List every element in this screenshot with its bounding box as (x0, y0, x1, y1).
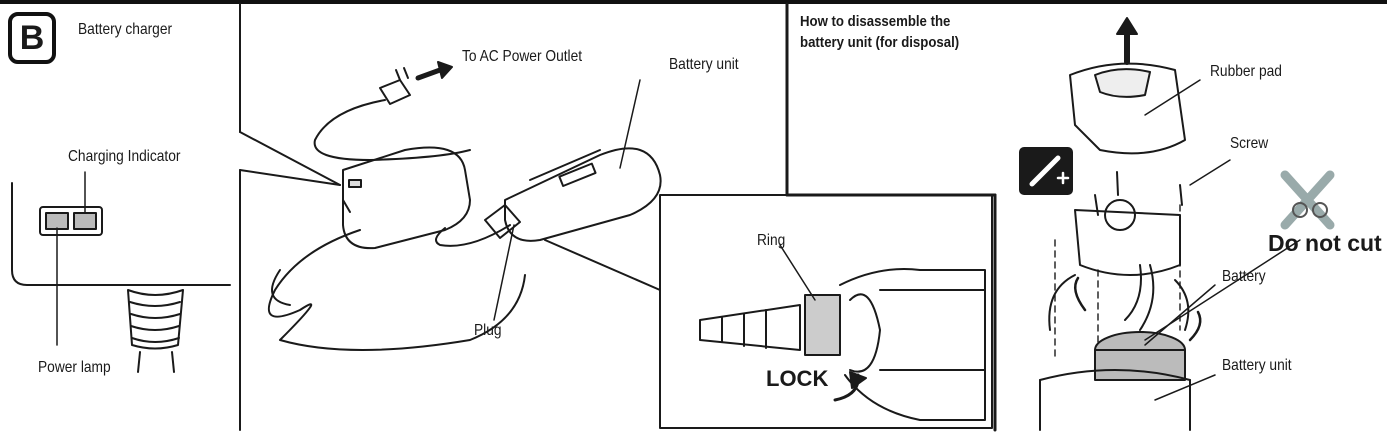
disassembly-heading-line1: How to disassemble the (800, 13, 951, 30)
ring-label: Ring (757, 232, 786, 249)
lock-label: LOCK (766, 366, 829, 391)
screw-label: Screw (1230, 135, 1269, 152)
section-title: Battery charger (78, 21, 173, 38)
indicator-inset (11, 171, 231, 373)
lock-inset (659, 194, 993, 429)
plug-label: Plug (474, 322, 502, 339)
do-not-cut-label: Do not cut (1268, 230, 1382, 256)
scissors-prohibited-icon (1280, 170, 1335, 230)
ac-outlet-label: To AC Power Outlet (462, 48, 583, 65)
charging-indicator-label: Charging Indicator (68, 148, 181, 165)
panel-dividers (239, 2, 997, 432)
battery-unit-label: Battery unit (669, 56, 739, 73)
rubber-pad-label: Rubber pad (1210, 63, 1282, 80)
section-badge: B (8, 12, 56, 64)
disassembly-heading-line2: battery unit (for disposal) (800, 34, 960, 51)
disassembly-art (1019, 17, 1335, 431)
battery-unit-disposal-label: Battery unit (1222, 357, 1292, 374)
top-rule (0, 0, 1387, 4)
charger-assembly (267, 61, 662, 351)
battery-label: Battery (1222, 268, 1266, 285)
power-lamp-label: Power lamp (38, 359, 111, 376)
